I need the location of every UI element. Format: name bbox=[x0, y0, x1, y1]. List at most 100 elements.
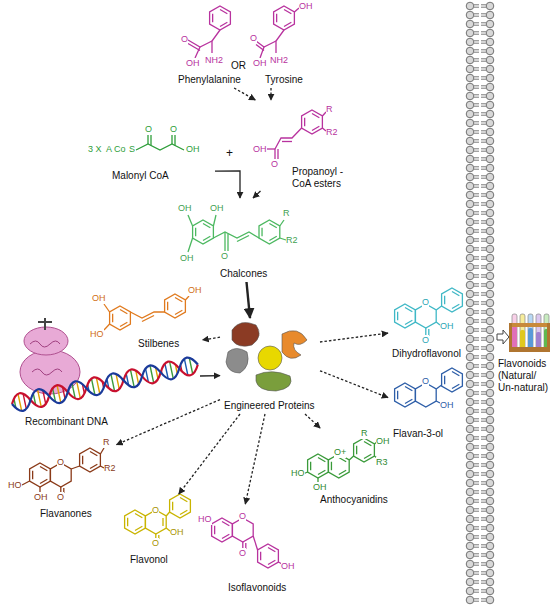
lipid-bilayer bbox=[481, 463, 486, 464]
lipid-bilayer bbox=[474, 502, 479, 503]
dihydroflavonol-structure bbox=[395, 288, 463, 336]
lipid-bilayer bbox=[474, 205, 479, 206]
protein-cluster bbox=[226, 349, 248, 374]
lipid-bilayer bbox=[474, 583, 479, 584]
lipid-bilayer bbox=[486, 371, 494, 379]
isoflavonoid-structure bbox=[253, 536, 257, 550]
atom-label: OH bbox=[178, 203, 192, 214]
dotted-arrow bbox=[320, 371, 388, 398]
dihydroflavonol-structure bbox=[445, 292, 460, 309]
lipid-bilayer bbox=[481, 574, 486, 575]
lipid-bilayer bbox=[486, 488, 494, 496]
lipid-bilayer bbox=[486, 128, 494, 136]
lipid-bilayer bbox=[474, 529, 479, 530]
lipid-bilayer bbox=[474, 364, 479, 365]
lipid-bilayer bbox=[486, 146, 494, 154]
dna-helix bbox=[10, 356, 200, 413]
lipid-bilayer bbox=[486, 83, 494, 91]
lipid-bilayer bbox=[481, 103, 486, 104]
lipid-bilayer bbox=[474, 526, 479, 527]
lipid-bilayer bbox=[474, 445, 479, 446]
lipid-bilayer bbox=[474, 436, 479, 437]
lipid-bilayer bbox=[474, 121, 479, 122]
lipid-bilayer bbox=[486, 47, 494, 55]
lipid-bilayer bbox=[466, 560, 474, 568]
lipid-bilayer bbox=[481, 529, 486, 530]
lipid-bilayer bbox=[486, 434, 494, 442]
lipid-bilayer bbox=[486, 56, 494, 64]
lipid-bilayer bbox=[466, 191, 474, 199]
test-tube-rack bbox=[520, 314, 525, 350]
lipid-bilayer bbox=[481, 493, 486, 494]
compound-node: FlavonolOOOH bbox=[118, 494, 194, 568]
lipid-bilayer bbox=[481, 286, 486, 287]
atom-label: O bbox=[239, 548, 246, 559]
lipid-bilayer bbox=[481, 511, 486, 512]
atom-label: OH bbox=[376, 436, 390, 447]
lipid-bilayer bbox=[481, 538, 486, 539]
lipid-bilayer bbox=[486, 362, 494, 370]
compound-node: Engineered Proteins bbox=[220, 318, 320, 414]
lipid-bilayer bbox=[474, 277, 479, 278]
lipid-bilayer bbox=[466, 596, 474, 604]
lipid-bilayer bbox=[481, 112, 486, 113]
lipid-bilayer bbox=[474, 31, 479, 32]
lipid-bilayer bbox=[481, 274, 486, 275]
lipid-bilayer bbox=[481, 157, 486, 158]
lipid-bilayer bbox=[466, 65, 474, 73]
lipid-bilayer bbox=[481, 502, 486, 503]
flavan-3-ol-structure bbox=[442, 368, 463, 392]
lipid-bilayer bbox=[466, 74, 474, 82]
lipid-bilayer bbox=[474, 418, 479, 419]
lipid-bilayer bbox=[481, 367, 486, 368]
lipid-bilayer bbox=[486, 164, 494, 172]
atom-label: O bbox=[57, 492, 64, 503]
isoflavonoid-structure bbox=[215, 522, 230, 539]
malonyl-coa-structure bbox=[136, 135, 184, 150]
lipid-bilayer bbox=[481, 283, 486, 284]
lipid-bilayer bbox=[474, 94, 479, 95]
lipid-bilayer bbox=[481, 364, 486, 365]
protein-cluster bbox=[282, 331, 307, 359]
propanoyl-structure bbox=[277, 149, 278, 159]
lipid-bilayer bbox=[481, 427, 486, 428]
lipid-bilayer bbox=[474, 493, 479, 494]
lipid-bilayer bbox=[474, 490, 479, 491]
stilbene-structure bbox=[142, 316, 154, 322]
propanoyl-structure bbox=[305, 114, 320, 131]
stilbene-structure bbox=[104, 304, 110, 312]
lipid-bilayer bbox=[481, 517, 486, 518]
phenylalanine-structure bbox=[213, 10, 228, 27]
lipid-bilayer bbox=[466, 110, 474, 118]
lipid-bilayer bbox=[474, 466, 479, 467]
lipid-bilayer bbox=[474, 571, 479, 572]
lipid-bilayer bbox=[466, 20, 474, 28]
lipid-bilayer bbox=[466, 164, 474, 172]
dotted-arrow bbox=[245, 414, 265, 504]
lipid-bilayer bbox=[474, 475, 479, 476]
plus-sign: + bbox=[226, 146, 233, 160]
tyrosine-structure bbox=[256, 6, 299, 58]
lipid-bilayer bbox=[486, 353, 494, 361]
lipid-bilayer bbox=[474, 268, 479, 269]
lipid-bilayer bbox=[486, 461, 494, 469]
lipid-bilayer bbox=[486, 200, 494, 208]
lipid-bilayer bbox=[486, 101, 494, 109]
lipid-bilayer bbox=[486, 389, 494, 397]
lipid-bilayer bbox=[474, 178, 479, 179]
reaction-arrow bbox=[253, 191, 261, 198]
lipid-bilayer bbox=[474, 535, 479, 536]
lipid-bilayer bbox=[466, 371, 474, 379]
dotted-arrow bbox=[203, 337, 221, 340]
atom-label: R bbox=[283, 208, 290, 219]
propanoyl-structure bbox=[266, 110, 326, 159]
lipid-bilayer bbox=[481, 301, 486, 302]
lipid-bilayer bbox=[481, 229, 486, 230]
lipid-bilayer bbox=[474, 556, 479, 557]
lipid-bilayer bbox=[486, 443, 494, 451]
atom-label: O bbox=[239, 511, 246, 522]
lipid-bilayer bbox=[486, 506, 494, 514]
lipid-bilayer bbox=[474, 97, 479, 98]
chalcone-structure bbox=[224, 232, 225, 251]
compound-name: Tyrosine bbox=[265, 74, 303, 86]
